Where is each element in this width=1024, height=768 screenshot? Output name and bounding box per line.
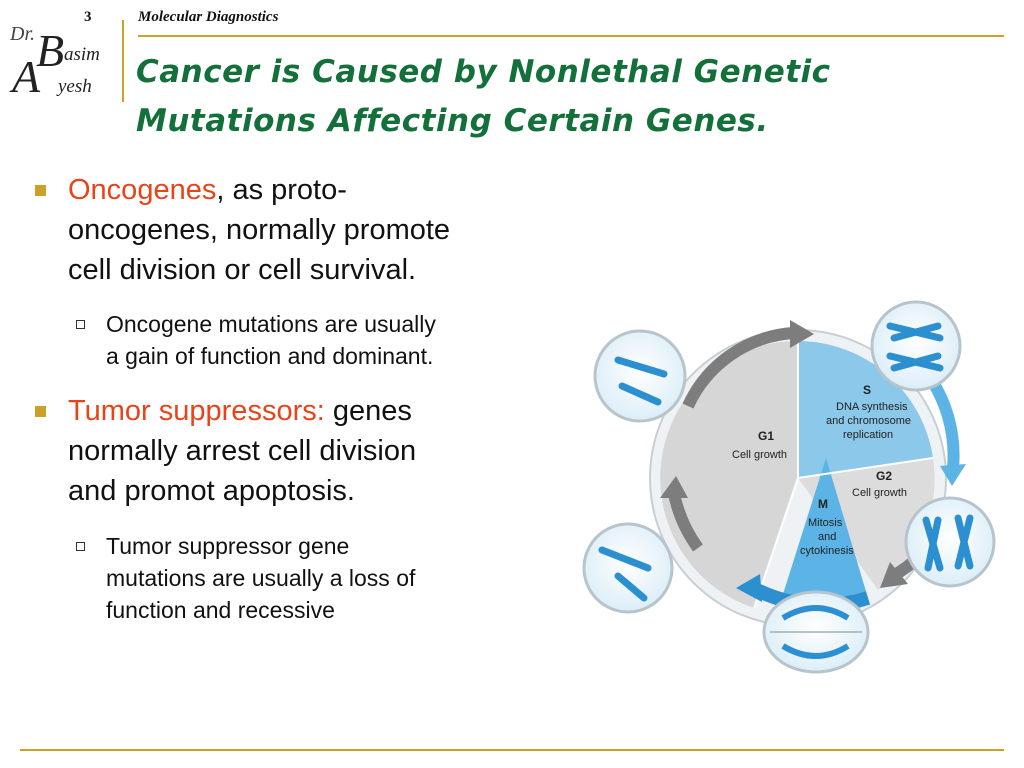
g1-desc: Cell growth [732, 449, 787, 461]
svg-text:yesh: yesh [56, 76, 92, 97]
svg-text:A: A [9, 51, 41, 98]
tumor-suppressors-term: Tumor suppressors: [68, 395, 325, 427]
sub-bullet-line: a gain of function and dominant. [106, 343, 434, 369]
oncogenes-term: Oncogenes [68, 174, 217, 206]
m-desc-1: Mitosis [808, 517, 843, 529]
bullet-line: and promot apoptosis. [68, 475, 355, 507]
slide-number: 3 [84, 9, 92, 25]
sub-bullet-line: Tumor suppressor gene [106, 533, 350, 559]
bullet-square-icon [35, 185, 46, 196]
g1-arrow [682, 327, 794, 409]
bullet-line: oncogenes, normally promote [68, 214, 451, 246]
g1-label: G1 [758, 429, 774, 443]
bullet-tumor-suppressors: Tumor suppressors: genes normally arrest… [68, 391, 608, 511]
g2-label: G2 [876, 469, 892, 483]
sub-bullet-line: mutations are usually a loss of [106, 565, 416, 591]
g1-cell-image [593, 329, 687, 423]
sub-bullet-line: function and recessive [106, 597, 335, 623]
m-label: M [818, 497, 828, 511]
g2-cell-image [904, 496, 996, 588]
s-phase-region [798, 341, 933, 478]
sub-bullet-oncogene-mutations: Oncogene mutations are usually a gain of… [106, 308, 606, 372]
bullet-line: Tumor suppressors: genes [68, 391, 608, 431]
course-title: Molecular Diagnostics [138, 9, 279, 25]
daughter-cell-image [582, 522, 674, 614]
bullet-text: , as proto- [216, 174, 347, 206]
bullet-oncogenes: Oncogenes, as proto- oncogenes, normally… [68, 170, 608, 290]
sub-bullet-tumor-suppressor-mutations: Tumor suppressor gene mutations are usua… [106, 530, 606, 626]
svg-text:B: B [36, 25, 64, 76]
cell-cycle-diagram: S DNA synthesis and chromosome replicati… [582, 300, 996, 674]
bullet-line: normally arrest cell division [68, 435, 417, 467]
bullet-line: cell division or cell survival. [68, 254, 417, 286]
slide-title: Cancer is Caused by Nonlethal Genetic Mu… [136, 48, 996, 146]
svg-text:asim: asim [64, 44, 100, 65]
g2-desc: Cell growth [852, 487, 907, 499]
s-cell-image [870, 300, 962, 392]
m-desc-3: cytokinesis [800, 545, 854, 557]
s-label: S [863, 383, 871, 397]
bottom-divider [20, 749, 1004, 751]
slide-title-line-1: Cancer is Caused by Nonlethal Genetic [136, 54, 831, 90]
bullet-text: genes [324, 395, 412, 427]
bullet-line: Oncogenes, as proto- [68, 170, 608, 210]
sub-bullet-line: Oncogene mutations are usually [106, 311, 436, 337]
top-divider [138, 35, 1004, 37]
author-logo: Dr. B asim A yesh [9, 23, 100, 98]
svg-text:Dr.: Dr. [9, 23, 35, 45]
s-desc-2: and chromosome [826, 415, 911, 427]
m-cell-image [762, 590, 870, 674]
m-phase-region [778, 458, 868, 610]
bullet-square-icon [35, 406, 46, 417]
sub-bullet-box-icon [76, 542, 85, 551]
m-desc-2: and [818, 531, 836, 543]
s-desc-1: DNA synthesis [836, 401, 908, 413]
sub-bullet-box-icon [76, 320, 85, 329]
s-desc-3: replication [843, 429, 893, 441]
logo-divider [122, 20, 124, 102]
slide-title-line-2: Mutations Affecting Certain Genes. [136, 103, 769, 139]
